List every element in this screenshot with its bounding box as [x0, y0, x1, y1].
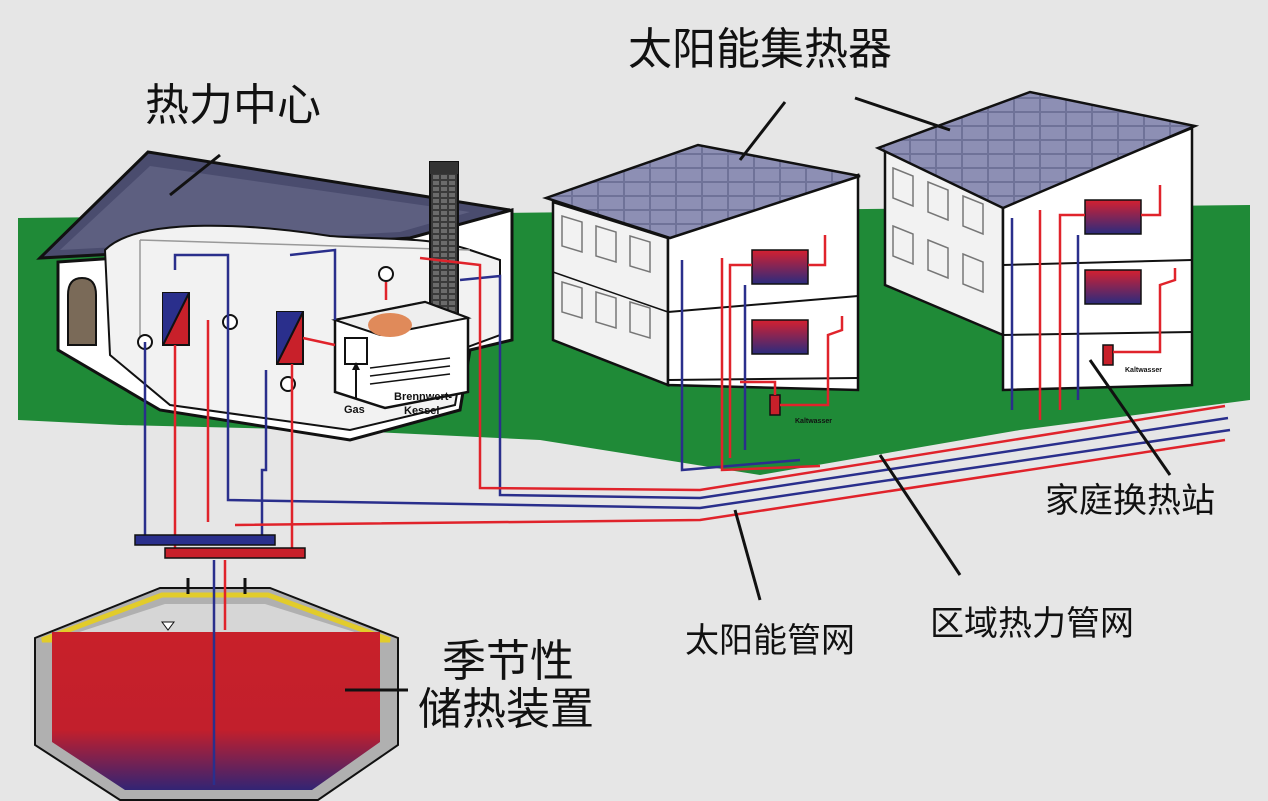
radiator-b2-lower — [1084, 269, 1142, 305]
seasonal-storage-tank — [34, 560, 399, 801]
residential-building-2: Kaltwasser — [874, 90, 1200, 392]
label-solar-pipe-network: 太阳能管网 — [685, 621, 855, 661]
home-heat-exchanger-b2 — [1102, 344, 1114, 366]
gas-label: Gas — [344, 404, 365, 416]
heat-center-door — [67, 276, 97, 346]
radiator-b1-lower — [751, 319, 809, 355]
tank-water — [52, 632, 380, 790]
heat-exchanger-2 — [276, 311, 304, 365]
radiator-b1-upper — [751, 249, 809, 285]
leader-lines — [169, 96, 1172, 692]
cold-water-label-2: Kaltwasser — [1125, 367, 1162, 374]
heat-center-building: Gas Brennwert- Kessel — [36, 150, 514, 442]
label-seasonal-storage-1: 季节性 — [442, 636, 574, 687]
label-district-heat-network: 区域热力管网 — [930, 604, 1134, 644]
building-1-solar-roof — [542, 143, 861, 240]
pump-4 — [378, 266, 394, 282]
pump-2 — [222, 314, 238, 330]
label-seasonal-storage-2: 储热装置 — [418, 684, 594, 735]
radiator-b2-upper — [1084, 199, 1142, 235]
label-heat-center: 热力中心 — [145, 80, 321, 131]
label-solar-collector: 太阳能集热器 — [628, 24, 892, 75]
residential-building-1: Kaltwasser — [542, 143, 861, 425]
boiler-label-line2: Kessel — [404, 405, 439, 417]
return-manifold — [134, 534, 276, 546]
heat-exchanger-1 — [162, 292, 190, 346]
condensing-boiler — [331, 300, 472, 410]
supply-manifold — [164, 547, 306, 559]
cold-water-label-1: Kaltwasser — [795, 418, 832, 425]
district-heating-pipes — [143, 185, 1231, 548]
boiler-flame — [368, 313, 412, 337]
label-home-heat-station: 家庭换热站 — [1045, 481, 1215, 521]
boiler-label-line1: Brennwert- — [394, 391, 452, 403]
home-heat-exchanger-b1 — [769, 394, 781, 416]
building-2-solar-roof — [874, 90, 1200, 210]
